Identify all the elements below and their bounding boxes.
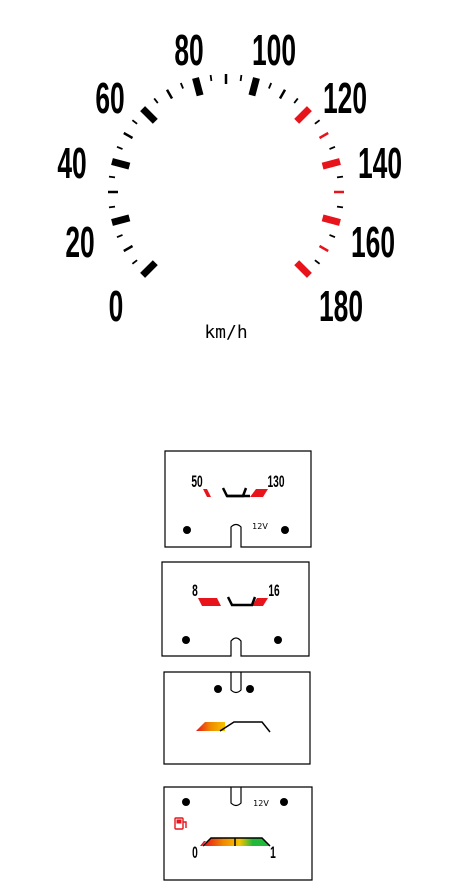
speed-label-140: 140 bbox=[358, 138, 402, 188]
blank-gauge bbox=[163, 671, 311, 765]
minor-tick bbox=[293, 97, 299, 104]
speedometer-labels: 0 20 40 60 80 100 120 140 160 180 bbox=[57, 25, 402, 331]
minor-tick bbox=[318, 131, 329, 140]
minor-tick bbox=[123, 244, 134, 253]
minor-tick bbox=[268, 82, 273, 89]
major-tick bbox=[111, 214, 131, 226]
temp-min-label: 50 bbox=[191, 471, 202, 490]
minor-tick bbox=[108, 175, 116, 179]
volt-low-mark bbox=[198, 598, 221, 606]
fuel-scale-line bbox=[219, 721, 271, 733]
minor-tick bbox=[116, 145, 123, 150]
minor-tick bbox=[314, 259, 321, 265]
speed-label-40: 40 bbox=[57, 138, 86, 188]
major-tick bbox=[192, 77, 204, 97]
speed-label-180: 180 bbox=[319, 281, 363, 331]
major-tick bbox=[294, 106, 312, 124]
gauge-panel bbox=[164, 450, 312, 548]
fuel-pump-icon bbox=[174, 817, 187, 830]
minor-tick bbox=[329, 145, 336, 150]
temperature-gauge: 50 130 12V bbox=[164, 450, 312, 548]
major-tick bbox=[321, 158, 341, 170]
mount-hole bbox=[274, 636, 282, 644]
fuel-red-tick bbox=[200, 841, 206, 846]
minor-tick bbox=[329, 234, 336, 239]
mount-hole bbox=[281, 526, 289, 534]
speedometer-ticks bbox=[108, 74, 344, 278]
speed-label-80: 80 bbox=[174, 25, 203, 75]
major-tick bbox=[321, 214, 341, 226]
minor-tick bbox=[108, 205, 116, 209]
voltage-label: 12V bbox=[252, 522, 268, 531]
minor-tick bbox=[131, 259, 138, 265]
volt-high-mark bbox=[252, 598, 268, 606]
minor-tick bbox=[131, 119, 138, 125]
temp-max-label: 130 bbox=[268, 471, 285, 490]
mount-hole bbox=[214, 685, 222, 693]
speed-label-0: 0 bbox=[109, 281, 124, 331]
minor-tick bbox=[336, 175, 344, 179]
mount-hole bbox=[246, 685, 254, 693]
speed-unit: km/h bbox=[204, 322, 247, 343]
minor-tick bbox=[179, 82, 184, 89]
speed-label-60: 60 bbox=[95, 73, 124, 123]
gauge-panel bbox=[163, 671, 311, 765]
minor-tick bbox=[318, 244, 329, 253]
minor-tick bbox=[153, 97, 159, 104]
minor-tick bbox=[336, 205, 344, 209]
minor-tick bbox=[278, 89, 287, 100]
minor-tick bbox=[123, 131, 134, 140]
fuel-gradient-bar bbox=[196, 722, 225, 731]
voltage-label: 12V bbox=[253, 799, 269, 808]
major-tick bbox=[111, 158, 131, 170]
major-tick bbox=[140, 106, 158, 124]
volt-min-label: 8 bbox=[192, 580, 198, 599]
gauge-panel bbox=[163, 786, 313, 881]
minor-tick bbox=[239, 74, 243, 82]
fuel-min-label: 0 bbox=[192, 842, 198, 861]
major-tick bbox=[248, 77, 260, 97]
voltmeter-gauge: 8 16 bbox=[161, 561, 310, 657]
mount-hole bbox=[280, 798, 288, 806]
gauge-panel bbox=[161, 561, 310, 657]
speed-label-20: 20 bbox=[65, 217, 94, 267]
major-tick bbox=[294, 260, 312, 278]
volt-scale-line bbox=[226, 596, 257, 607]
major-tick bbox=[140, 260, 158, 278]
temp-hot-mark bbox=[250, 489, 268, 497]
mount-hole bbox=[182, 636, 190, 644]
speedometer-dial: 0 20 40 60 80 100 120 140 160 180 km/h bbox=[57, 25, 402, 343]
minor-tick bbox=[209, 74, 213, 82]
minor-tick bbox=[314, 119, 321, 125]
volt-max-label: 16 bbox=[268, 580, 279, 599]
fuel-gradient-bar bbox=[204, 838, 269, 846]
speed-label-100: 100 bbox=[252, 25, 296, 75]
fuel-gauge: 12V 0 1 bbox=[163, 786, 313, 881]
temp-cold-mark bbox=[203, 489, 211, 497]
fuel-scale-line bbox=[202, 837, 271, 847]
fuel-max-label: 1 bbox=[270, 842, 276, 861]
mount-hole bbox=[183, 526, 191, 534]
minor-tick bbox=[116, 234, 123, 239]
minor-tick bbox=[165, 89, 174, 100]
mount-hole bbox=[182, 798, 190, 806]
speed-label-160: 160 bbox=[351, 217, 395, 267]
speed-label-120: 120 bbox=[323, 73, 367, 123]
